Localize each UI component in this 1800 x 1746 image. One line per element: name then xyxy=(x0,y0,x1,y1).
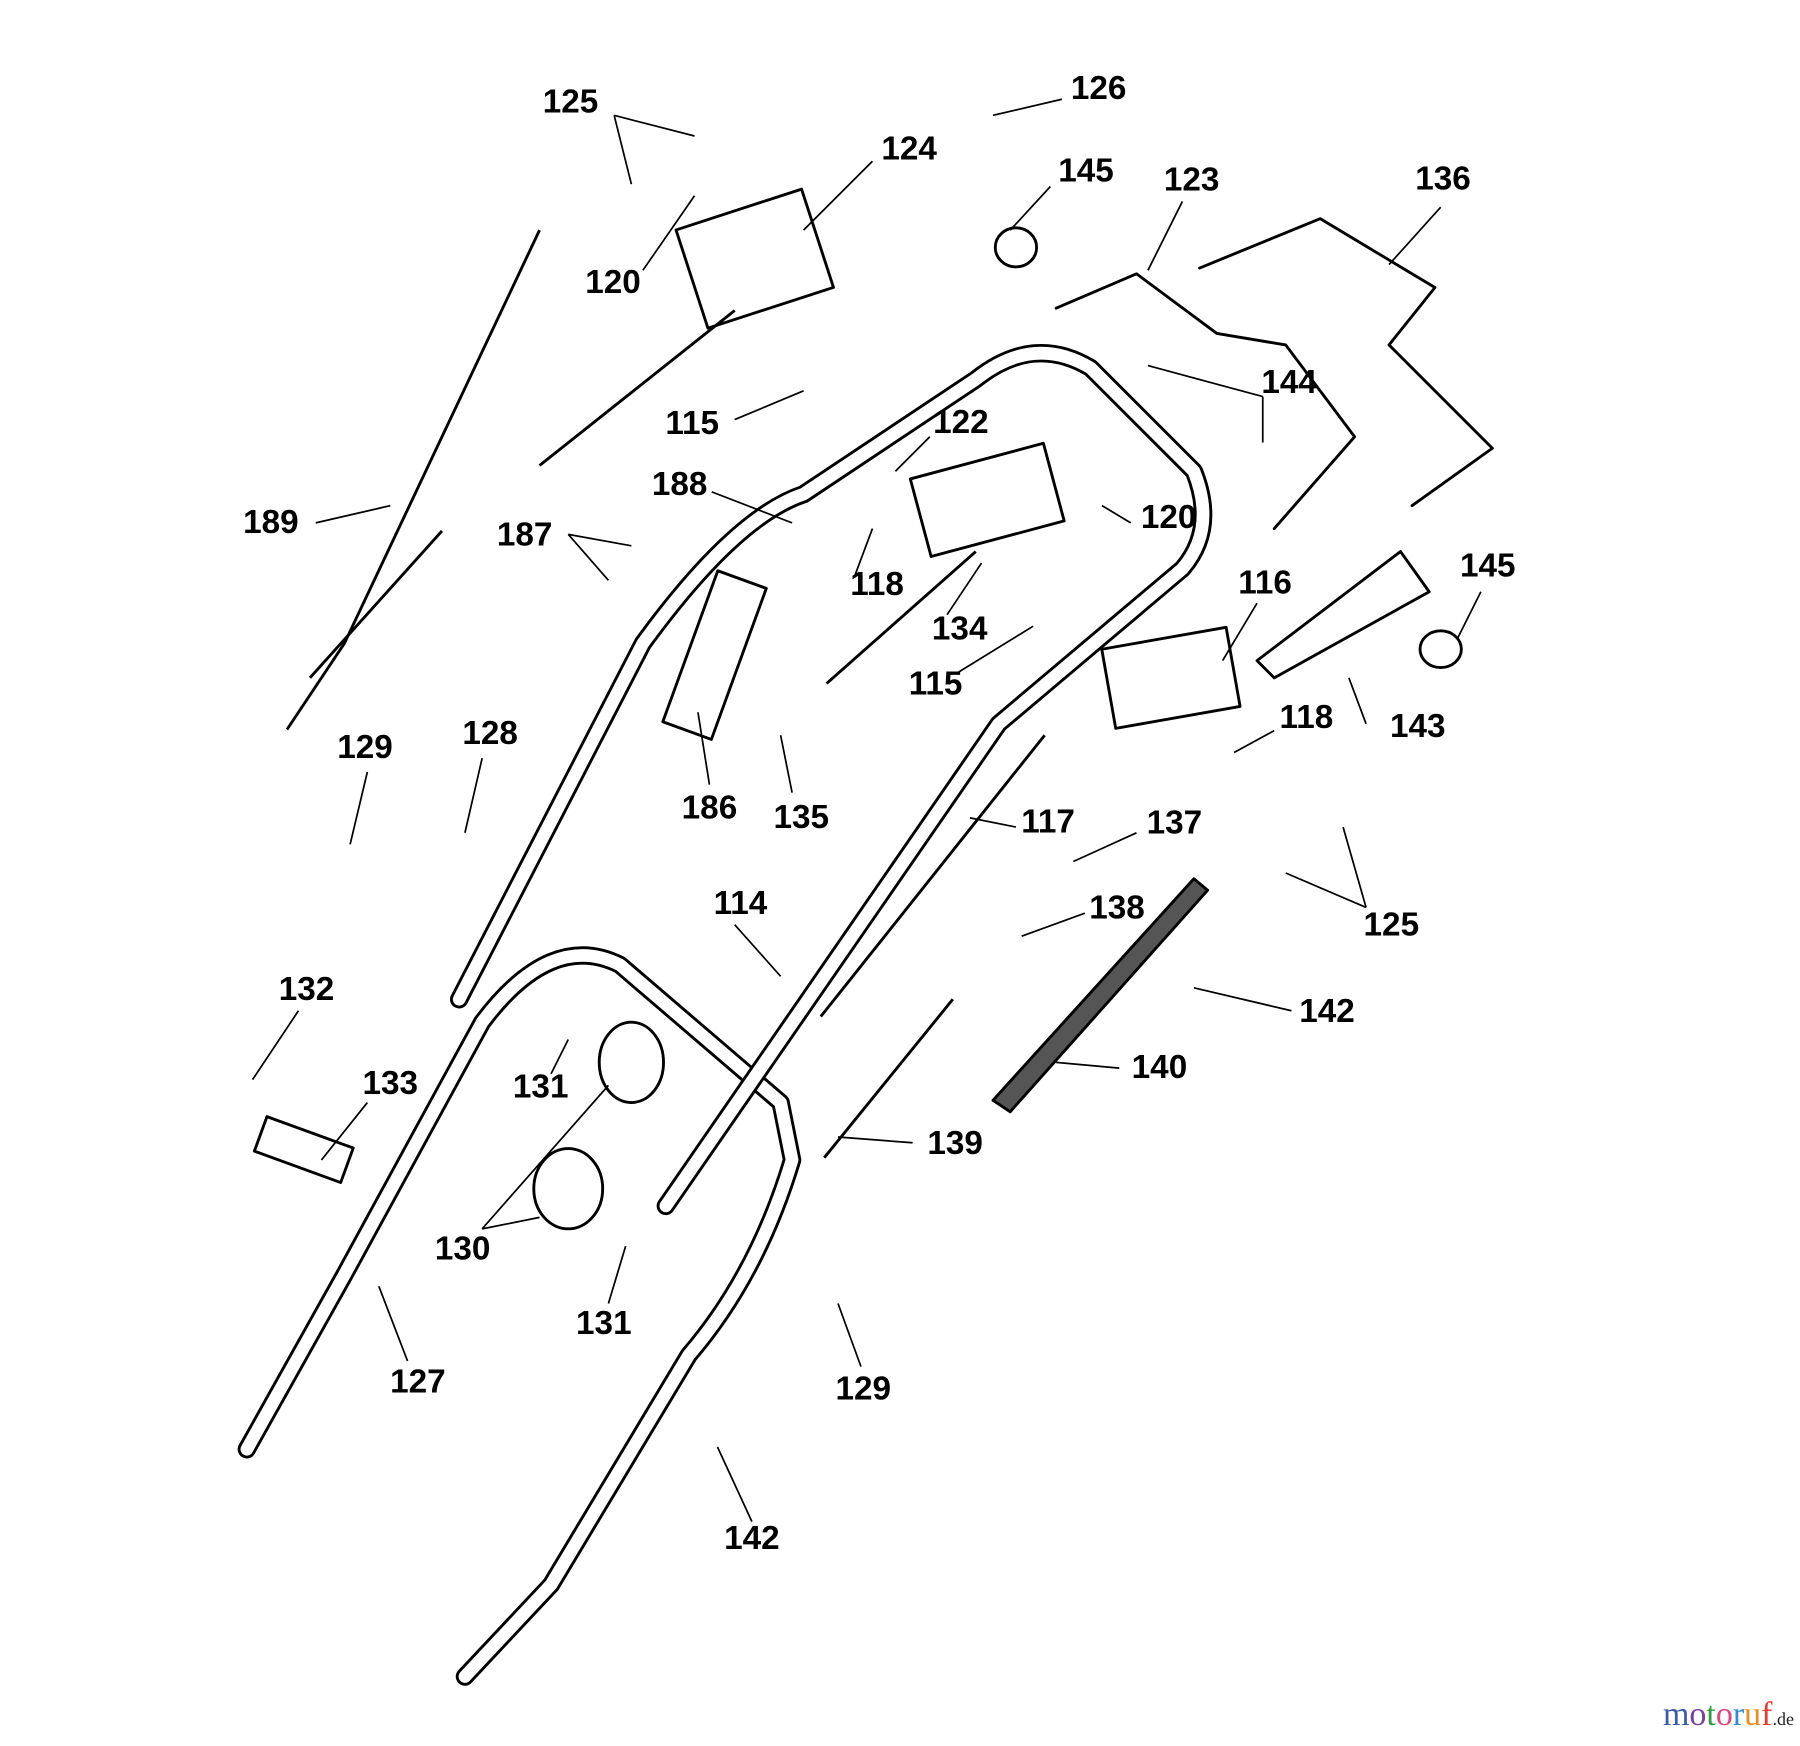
label-188: 188 xyxy=(652,466,708,503)
label-187: 187 xyxy=(497,516,553,553)
label-134: 134 xyxy=(932,611,988,648)
label-139: 139 xyxy=(927,1125,983,1162)
label-144: 144 xyxy=(1261,364,1317,401)
lower-handle-127 xyxy=(237,946,802,1686)
label-116: 116 xyxy=(1238,565,1292,602)
label-118: 118 xyxy=(1280,699,1334,736)
cable-124 xyxy=(538,309,736,467)
label-140: 140 xyxy=(1132,1049,1188,1086)
label-142: 142 xyxy=(1299,993,1355,1030)
leader-lines xyxy=(251,98,1482,1522)
label-138: 138 xyxy=(1089,890,1145,927)
label-115: 115 xyxy=(665,405,719,442)
label-126: 126 xyxy=(1071,70,1127,107)
label-125: 125 xyxy=(543,84,599,121)
label-124: 124 xyxy=(881,131,937,168)
label-133: 133 xyxy=(363,1065,419,1102)
callout-labels: 125 126 124 145 123 136 120 115 122 144 … xyxy=(243,70,1515,1557)
label-142: 142 xyxy=(724,1520,780,1557)
cap-145 xyxy=(1418,629,1463,669)
bail-136 xyxy=(1198,217,1494,508)
label-132: 132 xyxy=(279,971,335,1008)
rack-140 xyxy=(991,877,1210,1114)
bracket-143 xyxy=(1255,550,1431,680)
label-137: 137 xyxy=(1147,805,1203,842)
pulley-130-a xyxy=(597,1020,665,1105)
cable-189 xyxy=(285,229,541,731)
label-115: 115 xyxy=(909,666,963,703)
label-131: 131 xyxy=(576,1305,632,1342)
label-129: 129 xyxy=(835,1371,891,1408)
label-129: 129 xyxy=(337,729,393,766)
throttle-control-124 xyxy=(674,187,835,330)
label-135: 135 xyxy=(774,799,830,836)
label-114: 114 xyxy=(714,885,768,922)
bracket-116 xyxy=(1100,625,1242,730)
label-189: 189 xyxy=(243,504,299,541)
label-123: 123 xyxy=(1164,162,1220,199)
label-117: 117 xyxy=(1021,803,1075,840)
cable-117 xyxy=(819,734,1046,1018)
label-130: 130 xyxy=(435,1230,491,1267)
label-145: 145 xyxy=(1460,547,1516,584)
control-lever-122 xyxy=(908,441,1066,558)
upper-handle-114 xyxy=(450,343,1213,1216)
label-128: 128 xyxy=(462,715,518,752)
label-143: 143 xyxy=(1390,708,1446,745)
washer-145 xyxy=(993,226,1039,269)
watermark-suffix: .de xyxy=(1772,1709,1795,1729)
label-125: 125 xyxy=(1364,907,1420,944)
cable-134 xyxy=(825,550,977,685)
watermark-text: motoruf xyxy=(1662,1696,1773,1733)
cable-139 xyxy=(823,998,954,1159)
label-118: 118 xyxy=(850,566,904,603)
cable-branch xyxy=(308,529,444,679)
label-120: 120 xyxy=(1141,499,1197,536)
bail-123 xyxy=(1054,272,1357,531)
watermark-logo: motoruf.de xyxy=(1663,1696,1794,1734)
label-131: 131 xyxy=(513,1069,569,1106)
label-136: 136 xyxy=(1415,161,1471,198)
label-127: 127 xyxy=(390,1364,446,1401)
housing-186 xyxy=(661,569,768,741)
label-122: 122 xyxy=(933,404,989,441)
plate-133 xyxy=(252,1115,355,1184)
label-145: 145 xyxy=(1058,153,1114,190)
pulley-130-b xyxy=(532,1147,605,1231)
label-120: 120 xyxy=(585,264,641,301)
label-186: 186 xyxy=(682,790,738,827)
